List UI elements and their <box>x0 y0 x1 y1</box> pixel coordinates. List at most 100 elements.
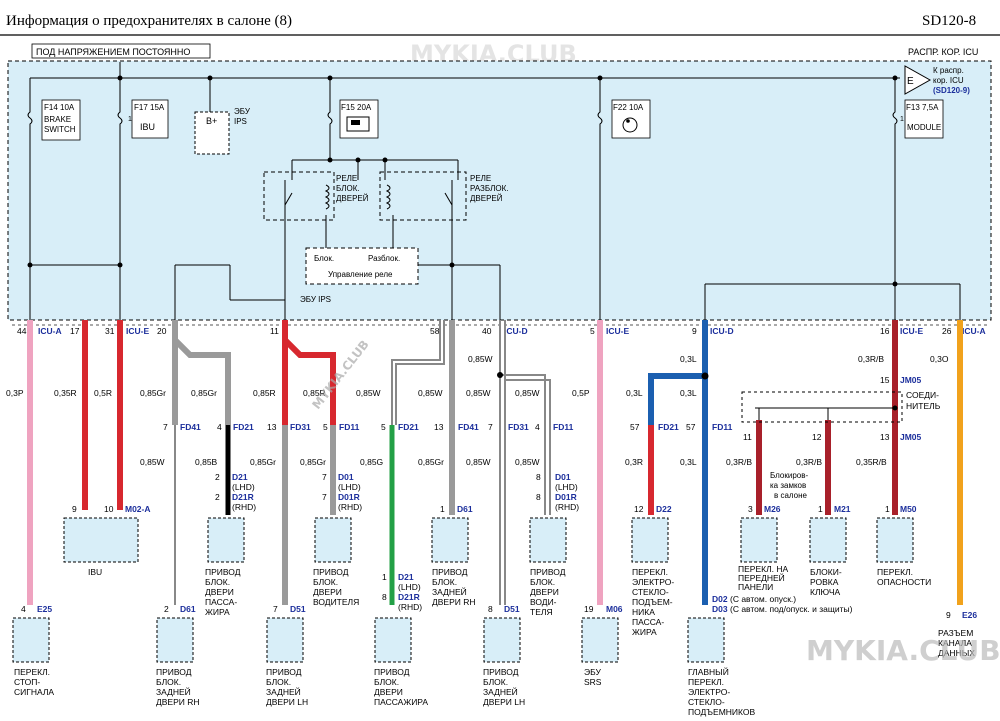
label-mid_conn-0-name: FD41 <box>180 422 201 432</box>
ebu-ips-bplus: B+ <box>206 116 217 126</box>
label-connectors-8-name: ICU-D <box>710 326 734 336</box>
label-components-c_panel_1: ПЕРЕКЛ. НА <box>738 564 789 574</box>
label-components-c_drv_door_1: ПРИВОД <box>313 567 349 577</box>
label-mid_conn-8-pin: 57 <box>630 422 640 432</box>
label-wires-top_w2: 0,3L <box>680 354 697 364</box>
label-components-c_main_5: ПОДЪЕМНИКОВ <box>688 707 755 717</box>
link-sd120-9[interactable]: (SD120-9) <box>933 86 970 95</box>
label-connectors-4-pin: 11 <box>270 326 279 336</box>
label-bottom_conn-e26_p: 9 <box>946 610 951 620</box>
label-mid_conn-9-pin: 57 <box>686 422 696 432</box>
connector-triangle-icon <box>904 65 932 95</box>
label-components-c_rlh_2: БЛОК. <box>266 677 291 687</box>
label-lower_conn-m02_p9: 9 <box>72 504 77 514</box>
label-relays-lock_1: РЕЛЕ <box>336 174 357 183</box>
label-components-c_stop_2: СТОП- <box>14 677 40 687</box>
label-mid_conn-11-pin: 13 <box>880 432 890 442</box>
label-wires-m10: 0,3L <box>680 457 697 467</box>
label-components-c_drv_door_2: БЛОК. <box>313 577 338 587</box>
label-lower_conn-d01b_p8a: 8 <box>536 472 541 482</box>
label-components-c_main_2: ПЕРЕКЛ. <box>688 677 724 687</box>
label-components-c_rlh2_1: ПРИВОД <box>483 667 519 677</box>
label-bottom_conn-d03_note: (С автом. под/опуск. и защиты) <box>730 604 853 614</box>
label-components-c_pass_door_1: ПРИВОД <box>205 567 241 577</box>
label-connectors-10-name: ICU-A <box>962 326 986 336</box>
label-wires-w8: 0,85W <box>356 388 381 398</box>
label-lower_conn-d01_p7a: 7 <box>322 472 327 482</box>
label-mid_conn-1-name: FD21 <box>233 422 254 432</box>
label-relays-lock_2: БЛОК. <box>336 184 360 193</box>
label-components-c_hazard_1: ПЕРЕКЛ. <box>877 567 913 577</box>
label-mid_conn-6-name: FD31 <box>508 422 529 432</box>
label-components-c_rr_door_2: БЛОК. <box>432 577 457 587</box>
label-lower_conn-d22_p12: 12 <box>634 504 644 514</box>
label-components-c_rrh_4: ДВЕРИ RH <box>156 697 200 707</box>
label-wires-m4: 0,85Gr <box>300 457 326 467</box>
label-relays-ctrl_label: Управление реле <box>328 270 393 279</box>
label-mid_conn-1-pin: 4 <box>217 422 222 432</box>
label-lower_conn-d21_rhd: (RHD) <box>232 502 256 512</box>
ecu-ips-label: ЭБУ IPS <box>300 295 331 304</box>
label-bottom_conn-d21r: D21R <box>398 592 420 602</box>
label-components-c_win_7: ЖИРА <box>632 627 657 637</box>
label-lower_conn-d01br: D01R <box>555 492 577 502</box>
label-components-c_panel_2: ПЕРЕДНЕЙ <box>738 572 785 583</box>
label-bottom_conn-m06_p: 19 <box>584 604 594 614</box>
label-components-ibu: IBU <box>88 567 102 577</box>
label-lower_conn-lock_note2: ка замков <box>770 481 806 490</box>
label-connectors-6-pin: 40 <box>482 326 492 336</box>
label-splice-p12: 12 <box>812 432 822 442</box>
label-bottom_conn-d21_lhd: (LHD) <box>398 582 421 592</box>
label-icu_box-to_icu_1: К распр. <box>933 66 964 75</box>
label-mid_conn-6-pin: 7 <box>488 422 493 432</box>
label-lower_conn-d01: D01 <box>338 472 354 482</box>
label-mid_conn-4-name: FD21 <box>398 422 419 432</box>
label-wires-w5: 0,85Gr <box>191 388 217 398</box>
label-wires-m13: 0,35R/B <box>856 457 887 467</box>
label-bottom_conn-d51: D51 <box>290 604 306 614</box>
label-connectors-0-pin: 44 <box>17 326 27 336</box>
label-components-c_main_3: ЭЛЕКТРО- <box>688 687 730 697</box>
label-bottom_conn-d61: D61 <box>180 604 196 614</box>
fuse-f13-name: F13 7,5A <box>906 103 939 112</box>
fuse-f15-name: F15 20A <box>341 103 372 112</box>
label-components-c_data_2: КАНАЛА <box>938 638 972 648</box>
fuse-f17-label: IBU <box>140 122 155 132</box>
label-connectors-0-name: ICU-A <box>38 326 62 336</box>
label-lower_conn-d01b: D01 <box>555 472 571 482</box>
label-components-c_srs_1: ЭБУ <box>584 667 601 677</box>
label-components-c_rrh_1: ПРИВОД <box>156 667 192 677</box>
label-components-c_drv2_2: БЛОК. <box>530 577 555 587</box>
label-bottom_conn-d21_rhd: (RHD) <box>398 602 422 612</box>
label-components-c_pd_1: ПРИВОД <box>374 667 410 677</box>
label-lower_conn-d21_p2b: 2 <box>215 492 220 502</box>
label-lower_conn-d01_rhd: (RHD) <box>338 502 362 512</box>
label-components-c_drv_door_4: ВОДИТЕЛЯ <box>313 597 359 607</box>
label-components-c_drv2_1: ПРИВОД <box>530 567 566 577</box>
label-components-c_pd_4: ПАССАЖИРА <box>374 697 428 707</box>
label-lower_conn-d21_p2a: 2 <box>215 472 220 482</box>
label-components-c_srs_2: SRS <box>584 677 602 687</box>
label-wires-w7: 0,85R <box>303 388 326 398</box>
label-wires-w2: 0,35R <box>54 388 77 398</box>
label-mid_conn-10-pin: 15 <box>880 375 890 385</box>
label-wires-w17: 0,3O <box>930 354 949 364</box>
label-lower_conn-m02_p10: 10 <box>104 504 114 514</box>
label-components-c_panel_3: ПАНЕЛИ <box>738 582 773 592</box>
watermark-diagonal: MYKIA.CLUB <box>309 338 371 412</box>
label-components-c_rr_door_4: ДВЕРИ RH <box>432 597 476 607</box>
label-lower_conn-m26: M26 <box>764 504 781 514</box>
label-lower_conn-m50: M50 <box>900 504 917 514</box>
label-components-c_main_4: СТЕКЛО- <box>688 697 725 707</box>
label-components-c_win_3: СТЕКЛО- <box>632 587 669 597</box>
label-components-c_win_5: НИКА <box>632 607 655 617</box>
label-wires-m6: 0,85Gr <box>418 457 444 467</box>
label-bottom_conn-m06: M06 <box>606 604 623 614</box>
label-lower_conn-m21: M21 <box>834 504 851 514</box>
label-components-c_data_1: РАЗЪЕМ <box>938 628 973 638</box>
label-components-c_pass_door_5: ЖИРА <box>205 607 230 617</box>
label-components-c_main_1: ГЛАВНЫЙ <box>688 666 729 677</box>
label-bottom_conn-d21_p8: 8 <box>382 592 387 602</box>
label-components-c_drv_door_3: ДВЕРИ <box>313 587 342 597</box>
label-components-c_rlh_4: ДВЕРИ LH <box>266 697 308 707</box>
